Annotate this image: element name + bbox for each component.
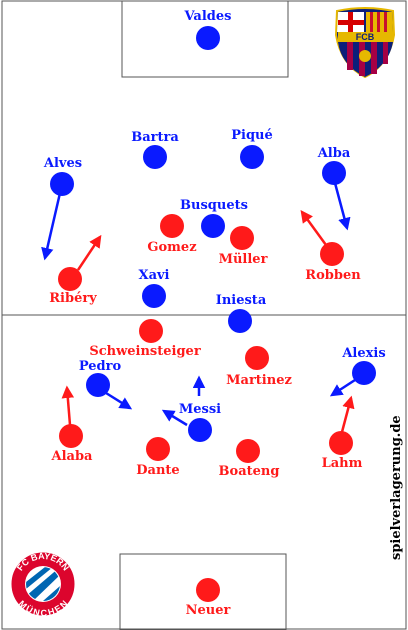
label-alaba: Alaba <box>51 449 94 464</box>
player-iniesta <box>228 309 252 333</box>
player-messi <box>188 418 212 442</box>
label-iniesta: Iniesta <box>216 293 267 308</box>
player-valdes <box>196 26 220 50</box>
barcelona-labels: Valdes Bartra Piqué Alves Alba Busquets … <box>43 9 386 417</box>
label-neuer: Neuer <box>186 603 231 618</box>
label-boateng: Boateng <box>219 464 280 479</box>
arrow-lahm <box>340 395 355 433</box>
bayern-labels: Neuer Gomez Müller Robben Ribéry Schwein… <box>49 240 362 618</box>
player-ribery <box>58 267 82 291</box>
player-lahm <box>329 431 353 455</box>
bottom-goal-box <box>119 553 287 630</box>
player-alves <box>50 172 74 196</box>
label-martinez: Martinez <box>226 373 292 388</box>
top-goal-box <box>121 0 289 78</box>
label-alves: Alves <box>43 156 82 171</box>
player-bartra <box>143 145 167 169</box>
player-boateng <box>236 439 260 463</box>
movement-arrows <box>41 182 356 433</box>
label-lahm: Lahm <box>322 456 363 471</box>
arrow-pedro <box>105 391 133 410</box>
label-messi: Messi <box>179 402 221 417</box>
arrow-robben <box>300 209 328 246</box>
label-ribery: Ribéry <box>49 291 97 306</box>
label-schweinsteiger: Schweinsteiger <box>89 344 201 359</box>
label-alba: Alba <box>317 146 351 161</box>
arrow-alba <box>333 182 351 231</box>
player-busquets <box>201 214 225 238</box>
player-dante <box>146 437 170 461</box>
player-pique <box>240 145 264 169</box>
player-pedro <box>86 373 110 397</box>
label-xavi: Xavi <box>138 268 169 283</box>
player-gomez <box>160 214 184 238</box>
fc-bayern-crest-logo: FC BAYERN MÜNCHEN <box>10 551 76 618</box>
arrow-alves <box>41 192 62 261</box>
player-alba <box>322 161 346 185</box>
watermark-text: spielverlagerung.de <box>389 415 404 560</box>
label-valdes: Valdes <box>184 9 232 24</box>
label-busquets: Busquets <box>180 198 248 213</box>
label-muller: Müller <box>219 252 268 267</box>
fcb-crest-logo: FCB <box>334 7 396 79</box>
label-pique: Piqué <box>231 128 273 143</box>
label-alexis: Alexis <box>341 346 385 361</box>
player-neuer <box>196 578 220 602</box>
label-dante: Dante <box>136 463 179 478</box>
barcelona-players <box>50 26 376 442</box>
label-pedro: Pedro <box>79 359 122 374</box>
arrow-ribery <box>76 234 102 271</box>
player-schweinsteiger <box>139 319 163 343</box>
label-robben: Robben <box>305 268 361 283</box>
player-martinez <box>245 346 269 370</box>
bayern-players <box>58 214 353 602</box>
arrow-alexis <box>329 378 356 397</box>
fcb-crest-text: FCB <box>356 32 375 42</box>
player-xavi <box>142 284 166 308</box>
player-alaba <box>59 424 83 448</box>
player-alexis <box>352 361 376 385</box>
label-bartra: Bartra <box>131 130 179 145</box>
arrow-alaba <box>61 385 75 426</box>
label-gomez: Gomez <box>147 240 196 255</box>
player-muller <box>230 226 254 250</box>
player-robben <box>320 242 344 266</box>
arrow-messi-left <box>161 409 188 427</box>
